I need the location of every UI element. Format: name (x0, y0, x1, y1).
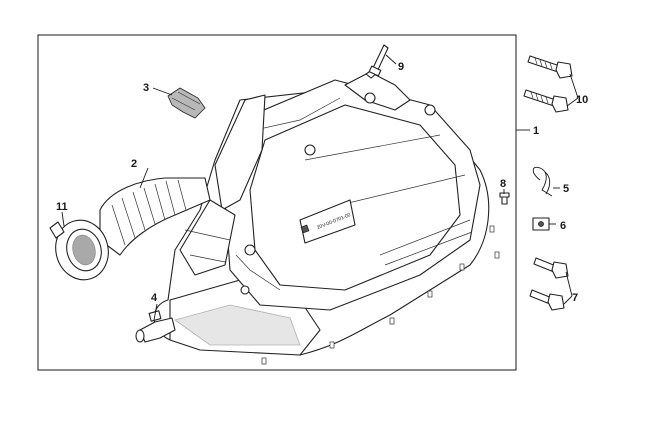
assembly-frame (37, 34, 517, 371)
callout-8: 8 (500, 178, 506, 190)
callout-4: 4 (151, 292, 158, 304)
callout-7: 7 (572, 292, 578, 304)
clip-nut (532, 217, 550, 231)
callout-5: 5 (563, 183, 569, 195)
drain-fitting (135, 310, 176, 343)
spring-clip (532, 166, 553, 197)
housing-screws (261, 225, 500, 365)
hex-bolt-upper (533, 257, 569, 279)
callout-9: 9 (398, 61, 404, 73)
leader-lines (61, 54, 579, 321)
callout-3: 3 (143, 82, 149, 94)
callout-6: 6 (560, 220, 566, 232)
callout-10: 10 (576, 94, 588, 106)
flange-bolt-lower (523, 89, 569, 113)
hex-bolt-lower (529, 289, 565, 311)
flange-bolt-upper (527, 55, 573, 79)
duct-boot (49, 219, 109, 281)
intake-duct (99, 177, 211, 256)
breather-tube (365, 44, 389, 79)
small-screw (499, 192, 510, 205)
callout-11: 11 (56, 201, 68, 213)
sensor-clip (167, 87, 206, 119)
callout-1: 1 (533, 125, 539, 137)
callout-2: 2 (131, 158, 137, 170)
air-cleaner-housing (153, 71, 490, 356)
